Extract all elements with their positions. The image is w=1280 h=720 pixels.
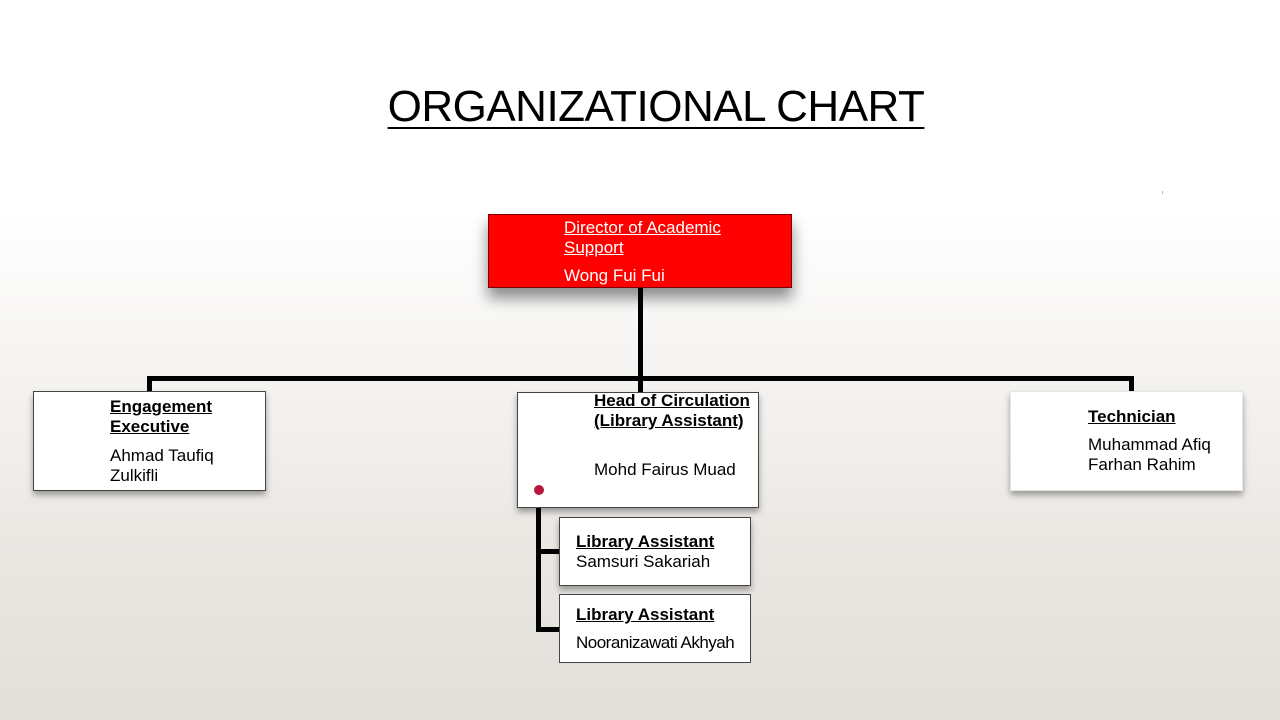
connector-technician-drop xyxy=(1129,376,1134,392)
director-box[interactable]: Director of Academic Support Wong Fui Fu… xyxy=(488,214,792,288)
chart-title: ORGANIZATIONAL CHART xyxy=(387,82,925,131)
technician-role: Technician xyxy=(1088,407,1176,426)
connector-circulation-vertical xyxy=(536,507,541,632)
assistant1-role: Library Assistant xyxy=(576,532,715,551)
assistant1-box[interactable]: Library Assistant Samsuri Sakariah xyxy=(559,517,751,586)
bullet-dot xyxy=(534,485,544,495)
assistant2-name: Nooranizawati Akhyah xyxy=(576,633,735,652)
engagement-name: Ahmad Taufiq Zulkifli xyxy=(110,446,214,485)
director-role: Director of Academic Support xyxy=(564,218,721,257)
engagement-box[interactable]: Engagement Executive Ahmad Taufiq Zulkif… xyxy=(33,391,266,491)
connector-engagement-drop xyxy=(147,376,152,392)
stray-mark xyxy=(1162,191,1163,194)
director-name: Wong Fui Fui xyxy=(564,266,665,285)
engagement-role: Engagement Executive xyxy=(110,397,213,436)
circulation-role: Head of Circulation (Library Assistant) xyxy=(594,391,750,430)
circulation-name: Mohd Fairus Muad xyxy=(594,460,736,479)
assistant2-role: Library Assistant xyxy=(576,605,715,624)
connector-assistant1-branch xyxy=(536,549,560,554)
connector-circulation-drop xyxy=(638,376,643,393)
technician-box[interactable]: Technician Muhammad Afiq Farhan Rahim xyxy=(1010,391,1243,491)
connector-director-down xyxy=(638,287,643,380)
connector-assistant2-branch xyxy=(536,627,560,632)
assistant1-name: Samsuri Sakariah xyxy=(576,552,711,571)
assistant2-box[interactable]: Library Assistant Nooranizawati Akhyah xyxy=(559,594,751,663)
technician-name: Muhammad Afiq Farhan Rahim xyxy=(1088,435,1211,474)
circulation-box[interactable]: Head of Circulation (Library Assistant) … xyxy=(517,391,759,508)
